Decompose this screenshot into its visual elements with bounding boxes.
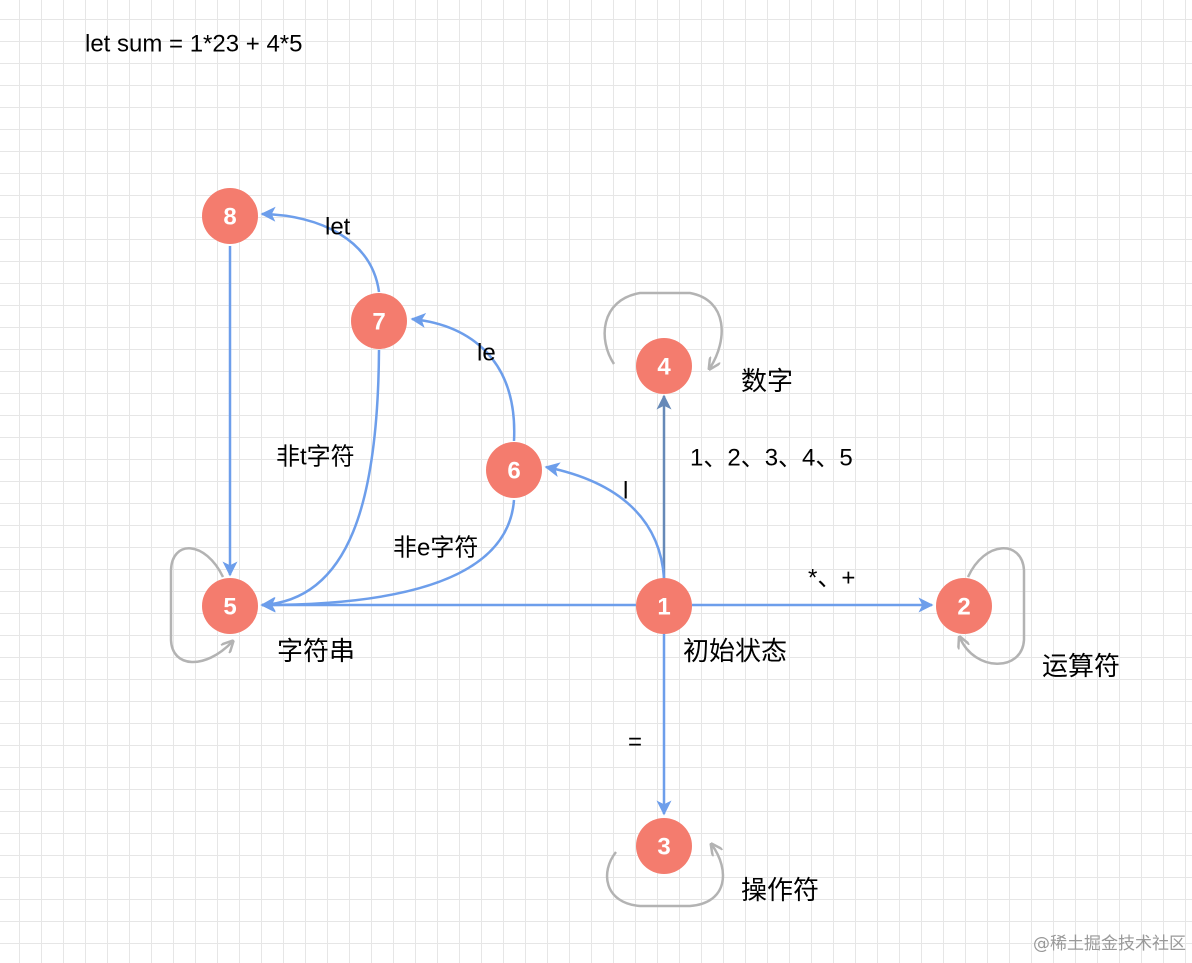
state-node-2-label: 2: [957, 594, 970, 621]
edge-7-to-8: [260, 206, 381, 293]
caption-string: 字符串: [277, 637, 355, 667]
self-loop-4: [603, 291, 723, 368]
state-node-7: 7: [351, 293, 407, 349]
self-loop-5: [169, 547, 232, 664]
edge-7-to-5: [260, 349, 381, 612]
edge-label-6-to-7: le: [477, 340, 496, 367]
state-node-6-label: 6: [507, 458, 520, 485]
state-node-8-label: 8: [223, 204, 236, 231]
caption-initial-state: 初始状态: [683, 637, 787, 667]
edge-label-7-to-5: 非t字符: [276, 444, 355, 471]
state-node-3-label: 3: [657, 834, 670, 861]
edge-label-1-to-3: =: [628, 729, 642, 756]
state-node-1-label: 1: [657, 594, 670, 621]
self-loop-3: [605, 845, 725, 908]
edge-label-7-to-8: let: [325, 214, 351, 241]
state-node-3: 3: [636, 818, 692, 874]
edge-1-to-6: [544, 462, 666, 579]
caption-operand: 操作符: [741, 876, 819, 906]
edge-6-to-5: [260, 499, 516, 613]
edge-label-6-to-5: 非e字符: [393, 535, 478, 562]
state-node-4-label: 4: [657, 354, 671, 381]
state-node-8: 8: [202, 188, 258, 244]
code-line: let sum = 1*23 + 4*5: [85, 31, 302, 58]
state-node-5: 5: [202, 578, 258, 634]
watermark: @稀土掘金技术社区: [1033, 934, 1186, 954]
edge-label-1-to-6: l: [623, 478, 628, 505]
state-node-5-label: 5: [223, 594, 236, 621]
caption-number: 数字: [741, 367, 793, 397]
edge-6-to-7: [410, 312, 516, 442]
state-node-4: 4: [636, 338, 692, 394]
edge-label-1-to-2: *、+: [808, 565, 855, 592]
state-node-2: 2: [936, 578, 992, 634]
self-loop-2: [960, 547, 1026, 665]
edge-label-1-to-4: 1、2、3、4、5: [690, 445, 853, 472]
state-node-1: 1: [636, 578, 692, 634]
caption-operator: 运算符: [1042, 652, 1120, 682]
state-node-7-label: 7: [372, 309, 385, 336]
state-node-6: 6: [486, 442, 542, 498]
